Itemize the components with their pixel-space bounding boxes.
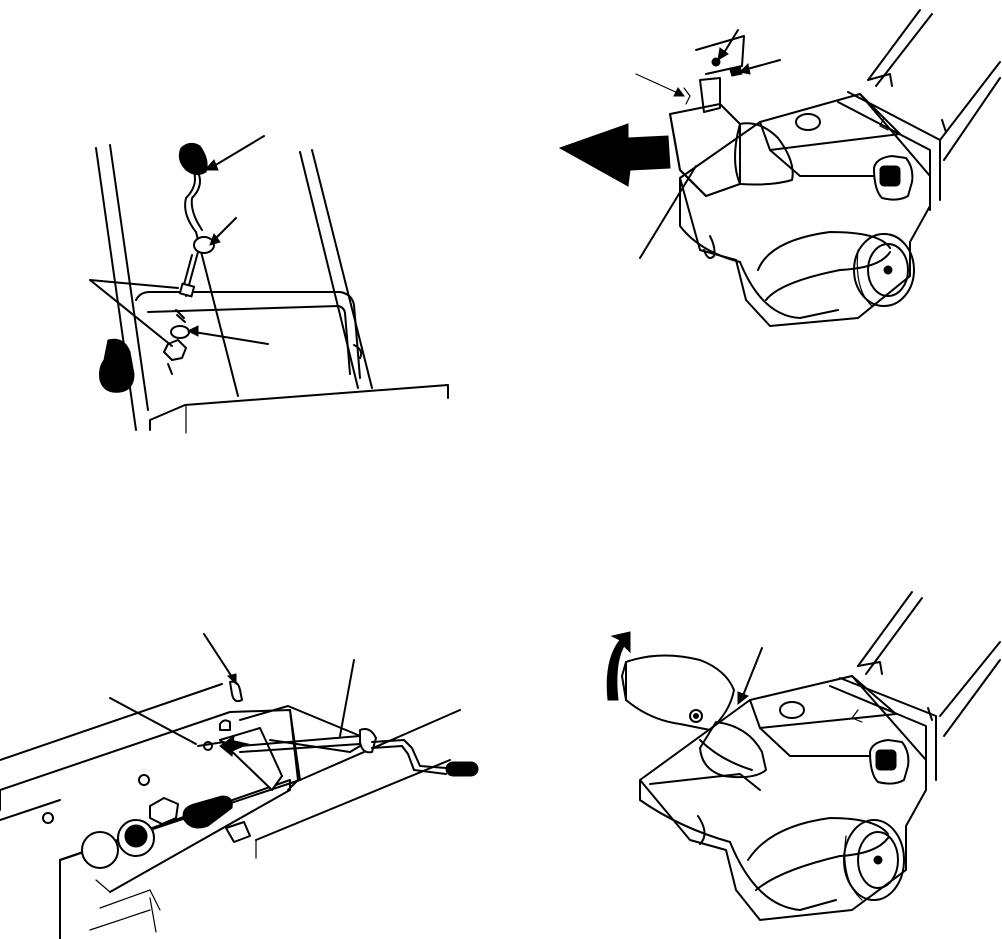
dashboard-screw-1 [139,775,149,785]
wheel-hub-2 [874,856,882,864]
panel-chute-crank-eyebolt-attachment [0,634,478,939]
deflector-cotter-pin [684,88,690,104]
callout-arrowhead-washer [188,326,198,336]
crank-handle-grip [179,143,207,174]
engine-cover-edge [150,385,448,430]
panel-chute-crank-lower-assembly [90,136,448,433]
panel-chute-rotation [607,592,1000,920]
primer-button [82,832,118,868]
handle-knob [100,339,135,392]
crank-rod-grip [446,762,478,776]
callout-leader-bushing [214,218,236,240]
chute-pivot-bolt-center [694,714,699,719]
handle-upper-left [868,10,932,86]
rotated-discharge-chute [626,655,734,730]
auger-blade [704,236,715,258]
chute-deflector-edge [670,114,706,196]
crank-rod-bend-inner [372,746,446,774]
callout-leader-chute [742,648,762,698]
callout-leader-hex-nut [168,364,172,374]
auger-housing-front [680,178,740,262]
callout-leader-cotter-pin [636,74,680,94]
engine-cover-lines [256,710,460,840]
handle-upper-right [940,62,1000,160]
crank-rod-inner [192,172,202,230]
direction-arrow [560,124,670,186]
auger-housing-bottom-2 [730,842,836,910]
right-handle-rail-inner [312,150,372,388]
shaft-nut [180,284,194,297]
fuel-cap [796,114,820,130]
eyebolt-nut [220,720,230,730]
flat-washer [171,326,189,338]
belt-cover-inner-2 [756,838,888,890]
fuel-cap-2 [780,702,804,718]
callout-leader-washer [194,332,268,344]
engine-recess [880,166,900,186]
handle-upper-left-2 [858,592,922,674]
engine-recess-2 [876,750,896,770]
callout-leader-deflector [640,166,696,258]
chute-crank-bracket [220,728,282,790]
handle-upper-right-2 [940,642,1000,736]
lower-cover-seam [90,898,156,932]
callout-leader-hairpin [204,634,234,680]
right-handle-rail-outer [300,152,358,388]
handle-clip [942,120,946,132]
callout-leader-crank-handle [214,136,264,166]
callout-leader-nut-upper [90,280,178,288]
panel-chute-deflector-attachment [560,10,1000,326]
wheel-hub [884,266,892,274]
callout-arrowhead-cotter-pin [674,88,684,96]
starter-button [183,796,232,828]
dashboard-top-edge [136,292,360,378]
lower-cover-edge [96,880,160,910]
control-lever-2 [852,710,862,722]
dashboard-screw-2 [43,813,53,823]
belt-cover-top-2 [748,818,888,860]
belt-cover-inner [766,252,890,300]
callout-leader-crank-rod [340,660,354,736]
auger-blade-2 [698,816,705,844]
ignition-key-slot [125,825,147,847]
crank-rod [185,172,238,396]
